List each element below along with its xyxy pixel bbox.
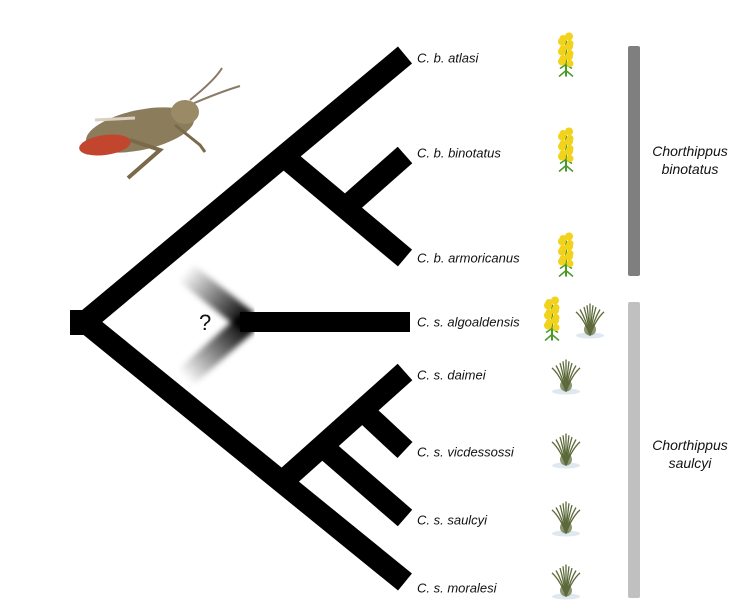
branch-root-moralesi — [78, 313, 412, 591]
flower-plant-icon — [554, 232, 578, 284]
taxon-label: C. s. saulcyi — [417, 512, 488, 528]
uncertain-branch-lower — [177, 313, 256, 387]
grass-plant-icon — [546, 498, 586, 543]
group-bar-saulcyi — [628, 302, 640, 598]
branch-daimei-clade — [274, 363, 413, 491]
uncertain-branch-upper — [178, 263, 255, 331]
taxon-label: C. s. algoaldensis — [417, 314, 520, 330]
group-label-binotatus: Chorthippus binotatus — [650, 142, 730, 178]
uncertain-placement-mark: ? — [199, 310, 212, 335]
flower-plant-icon — [540, 296, 564, 348]
branch-binotatus — [337, 146, 413, 217]
group-bar-binotatus — [628, 46, 640, 276]
branch-root-binotatus — [77, 46, 413, 331]
group-label-saulcyi: Chorthippus saulcyi — [650, 436, 730, 472]
taxon-label: C. s. daimei — [417, 367, 486, 383]
branch-saulcyi — [314, 437, 413, 527]
flower-plant-icon — [554, 127, 578, 179]
grass-plant-icon — [546, 356, 586, 401]
flower-plant-icon — [554, 32, 578, 84]
grasshopper-illustration — [79, 67, 241, 180]
taxon-label: C. b. atlasi — [417, 50, 479, 66]
grass-plant-icon — [570, 300, 610, 345]
group-species: binotatus — [661, 161, 719, 177]
group-genus: Chorthippus — [652, 437, 728, 453]
branch-vicdessossi — [354, 401, 413, 459]
grass-plant-icon — [546, 430, 586, 475]
grass-plant-icon — [546, 561, 586, 606]
group-genus: Chorthippus — [652, 143, 728, 159]
group-species: saulcyi — [668, 455, 712, 471]
taxon-label: C. s. vicdessossi — [417, 444, 514, 460]
taxon-label: C. b. binotatus — [417, 145, 501, 161]
root-node — [70, 310, 96, 335]
taxon-label: C. b. armoricanus — [417, 250, 520, 266]
taxon-label: C. s. moralesi — [417, 580, 497, 596]
